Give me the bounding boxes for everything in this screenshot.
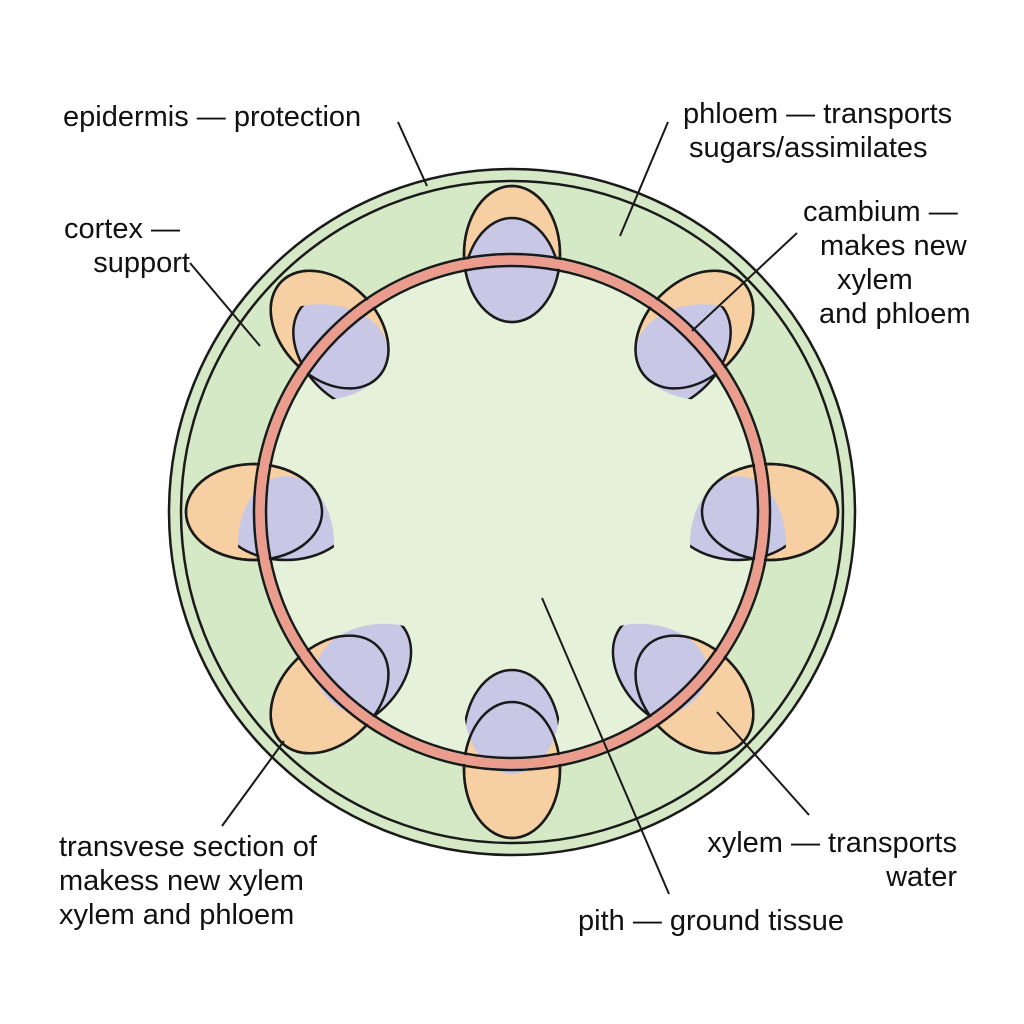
label-transverse-line-3: xylem and phloem [59,899,295,931]
transverse-leader-line [221,740,285,827]
label-phloem-line-1: phloem — transports [683,98,953,130]
bundle-outline [700,462,840,562]
cambium-ring-outer-line [252,252,772,772]
label-transverse-line-1: transvese section of [59,831,317,863]
label-xylem-line-1: xylem — transports [707,827,957,859]
label-epidermis: epidermis — protection [63,100,361,134]
label-phloem-line-2: sugars/assimilates [689,132,928,164]
label-pith: pith — ground tissue [578,904,844,938]
bundle-outline [634,269,755,390]
cortex-leader-line [189,262,261,347]
cambium-ring [255,255,769,769]
label-cortex-line-1: cortex — [64,213,181,245]
xylem-leader-line [716,711,810,816]
vascular-bundle [690,462,840,562]
bundle-outline [634,634,755,755]
label-cortex-line-2: support [93,247,190,279]
vascular-bundle [462,668,562,840]
label-transverse-section: transvese section of makess new xylem xy… [59,830,317,932]
bundle-outline [184,462,324,562]
label-epidermis-text: epidermis — protection [63,101,362,133]
label-xylem-line-2: water [886,861,957,893]
bundle-outline [462,700,562,840]
label-pith-text: pith — ground tissue [578,905,844,937]
bundle-outline [269,269,390,390]
epidermis-inner-line [179,179,845,845]
label-cambium-line-1: cambium — [803,196,958,228]
pith-leader-line [541,597,670,895]
label-phloem: phloem — transports sugars/assimilates [683,97,952,165]
epidermis-leader-line [397,121,428,187]
label-cambium: cambium — makes new xylem and phloem [803,195,971,331]
cambium-ring-inner-line [264,264,760,760]
phloem-leader-line [619,121,669,237]
label-cambium-line-2: makes new [820,230,967,262]
cambium-leader-line [691,232,798,332]
label-cambium-line-3: xylem [837,264,913,296]
bundle-outline [462,184,562,324]
label-transverse-line-2: makess new xylem [59,865,304,897]
label-cortex: cortex — support [56,212,190,280]
label-cambium-line-4: and phloem [819,298,971,330]
label-xylem: xylem — transports water [680,826,957,894]
bundle-outline [269,634,390,755]
